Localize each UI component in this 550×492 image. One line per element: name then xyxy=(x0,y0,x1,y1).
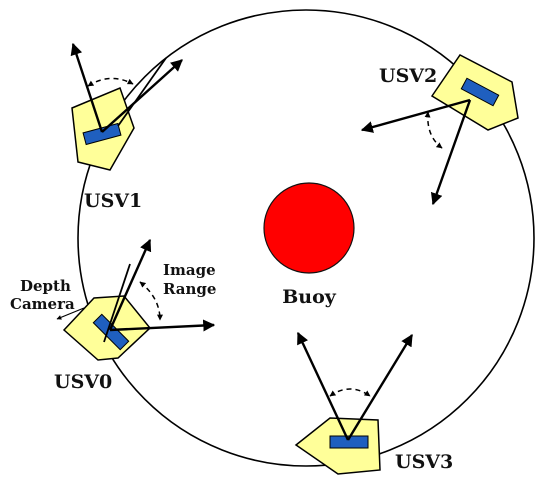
usv2-fov-right xyxy=(430,99,472,206)
usv2-label: USV2 xyxy=(379,65,437,87)
patrol-circle xyxy=(77,9,535,467)
usv1-fov-left xyxy=(70,42,104,133)
usv2-fov-left xyxy=(360,98,471,133)
usv2-group: USV2 xyxy=(360,54,519,206)
usv1-group: USV1 xyxy=(70,42,183,212)
usv3-range-arc xyxy=(329,388,371,397)
usv3-sensor xyxy=(329,435,369,449)
usv1-fov-right xyxy=(101,59,183,133)
usv0-group: Depth Camera Image Range USV0 xyxy=(10,238,216,393)
buoy-marker xyxy=(263,182,355,274)
buoy-label: Buoy xyxy=(282,286,337,308)
usv3-label: USV3 xyxy=(395,451,453,473)
usv0-heading xyxy=(103,263,131,343)
depth-camera-label-line2: Camera xyxy=(10,295,75,313)
usv0-fov-right xyxy=(109,319,216,332)
usv1-range-arc xyxy=(87,77,134,87)
usv3-fov-right xyxy=(346,333,414,441)
depth-camera-pointer xyxy=(56,307,85,320)
usv3-fov-left xyxy=(296,331,350,441)
depth-camera-label-line1: Depth xyxy=(20,277,71,295)
usv0-range-arc xyxy=(139,281,163,321)
image-range-label-line2: Range xyxy=(163,280,216,298)
usv2-sensor xyxy=(460,77,500,107)
usv2-range-arc xyxy=(424,111,443,149)
usv1-heading xyxy=(117,57,167,127)
usv0-fov-left xyxy=(108,238,152,331)
usv0-label: USV0 xyxy=(54,371,112,393)
usv3-group: USV3 xyxy=(294,331,453,475)
image-range-label-line1: Image xyxy=(163,261,216,279)
usv1-label: USV1 xyxy=(84,190,142,212)
